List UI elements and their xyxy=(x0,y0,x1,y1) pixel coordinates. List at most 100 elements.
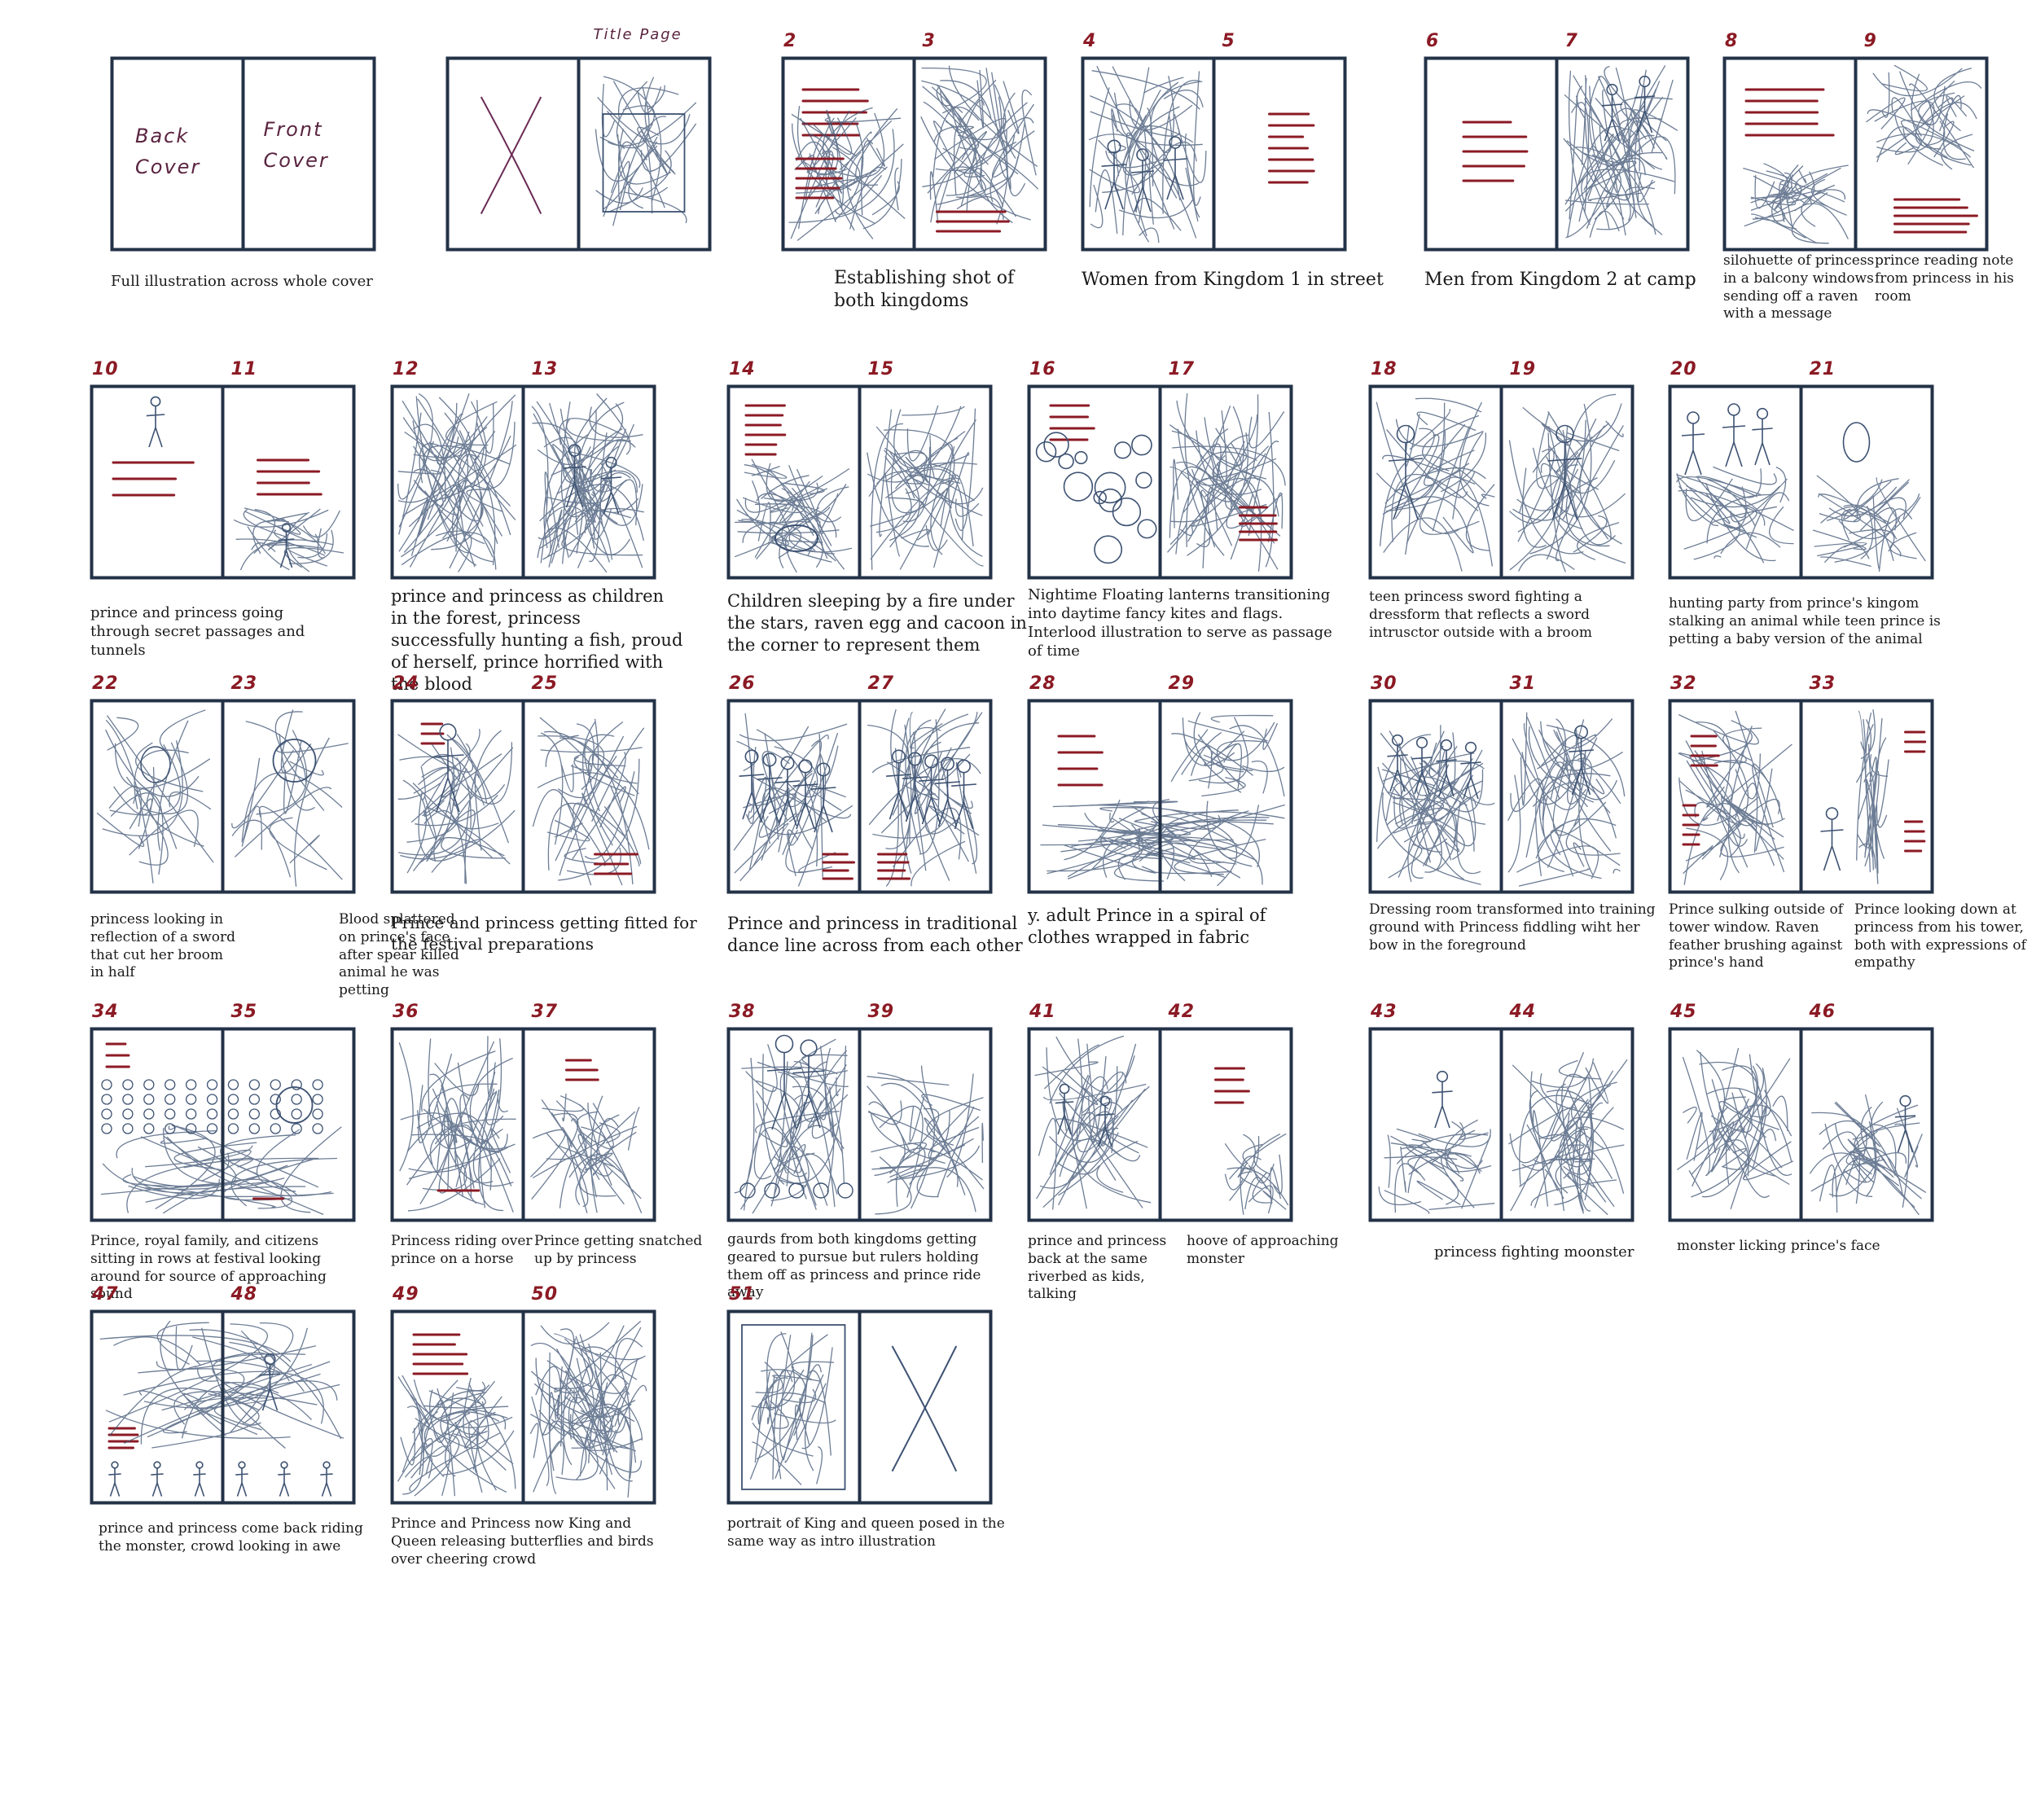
spread-caption-right: Prince looking down at princess from his… xyxy=(1854,901,2026,971)
dressform-sketch xyxy=(1376,397,1495,572)
spread-caption-right: hoove of approaching monster xyxy=(1187,1233,1339,1267)
spread-caption: hunting party from prince's kingom stalk… xyxy=(1669,595,1941,647)
prince-figure xyxy=(432,723,464,813)
ruler-figure xyxy=(792,1039,825,1129)
text-block-left xyxy=(744,404,787,456)
hunter-figure xyxy=(1752,407,1773,466)
balcony-sketch xyxy=(1743,163,1849,244)
page-number-right: 13 xyxy=(531,359,559,379)
text-block-left-2 xyxy=(795,157,845,200)
spread-thumbnail xyxy=(1668,1027,1934,1222)
spread-caption-right: Blood splattered on prince's face after … xyxy=(339,911,459,998)
dancer-figure xyxy=(774,756,801,827)
page-number-right: 17 xyxy=(1168,359,1196,379)
text-block-right xyxy=(877,853,911,880)
spread-caption: princess looking in reflection of a swor… xyxy=(90,911,235,981)
prince-lying-sketch xyxy=(1809,1094,1927,1216)
dancer-figure xyxy=(902,752,928,822)
page-number-left: 10 xyxy=(92,359,119,379)
page-number-left: 22 xyxy=(92,673,119,694)
dancer-figure xyxy=(886,749,911,820)
text-block-right xyxy=(1268,112,1315,184)
man-figure xyxy=(1601,83,1623,142)
spread-thumbnail xyxy=(390,1027,656,1222)
page-number-left: 49 xyxy=(393,1284,419,1305)
woman-figure xyxy=(1130,148,1155,213)
page-number-right: 21 xyxy=(1809,359,1836,379)
spread-thumbnail xyxy=(726,1027,993,1222)
spread-thumbnail xyxy=(390,1309,656,1505)
page-number-right: 44 xyxy=(1509,1002,1537,1022)
prince-face xyxy=(272,739,317,783)
text-block-right-2 xyxy=(1904,820,1926,853)
page-number-right: 23 xyxy=(230,673,258,694)
spread-caption: teen princess sword fighting a dressform… xyxy=(1369,589,1592,641)
spread-caption: Children sleeping by a fire under the st… xyxy=(727,591,1027,655)
hoof-sketch xyxy=(1224,1133,1289,1215)
text-block-right xyxy=(565,1059,599,1081)
page-number-left: 45 xyxy=(1670,1002,1697,1022)
text-block-right xyxy=(1239,506,1278,542)
spread-caption: Full illustration across whole cover xyxy=(111,273,373,290)
landscape-sketch-left xyxy=(788,105,906,241)
spread-caption: Prince sulking outside of tower window. … xyxy=(1669,901,1844,971)
spread-thumbnail xyxy=(90,699,356,894)
spread-12: 22 23 xyxy=(90,673,356,894)
text-block-right xyxy=(936,210,1010,233)
crowd-figure xyxy=(151,1461,164,1497)
text-block-left xyxy=(822,853,856,880)
page-number-left: 36 xyxy=(393,1002,419,1022)
spread-caption: Prince and princess in traditional dance… xyxy=(727,914,1023,955)
spread-thumbnail xyxy=(781,56,1047,252)
fitting-room-sketch-left xyxy=(397,728,516,884)
prince-head xyxy=(275,1086,314,1124)
prince-figure xyxy=(146,396,165,448)
hunter-figure xyxy=(1722,403,1746,467)
princess-figure xyxy=(1432,1070,1453,1129)
rope-sketch xyxy=(1855,709,1889,884)
ride-away-sketch xyxy=(867,1065,985,1215)
text-block-right xyxy=(257,458,323,496)
guard-head xyxy=(837,1182,853,1199)
spread-caption: silohuette of princess in a balcony wind… xyxy=(1723,252,1875,322)
spread-thumbnail xyxy=(390,384,656,580)
teen-prince-head xyxy=(1842,422,1871,463)
dancer-figure xyxy=(739,749,765,820)
dancer-figure xyxy=(757,752,783,823)
cheering-crowd-sketch xyxy=(397,1375,516,1497)
princess-figure xyxy=(1569,725,1594,796)
page-number-left: 16 xyxy=(1029,359,1056,379)
spread-thumbnail xyxy=(1722,56,1989,252)
text-block-right xyxy=(1214,1067,1250,1104)
spread-caption: Princess riding over prince on a horse xyxy=(391,1233,533,1267)
spread-caption: Nightime Floating lanterns transitioning… xyxy=(1028,586,1332,660)
page-number-right: 15 xyxy=(867,359,895,379)
text-block-right xyxy=(1904,730,1927,753)
text-block-left-2 xyxy=(1682,804,1700,846)
text-block-left xyxy=(1690,735,1720,767)
spread-thumbnail xyxy=(1668,699,1934,894)
text-block-left xyxy=(112,461,195,497)
crowd-figure xyxy=(235,1461,248,1497)
monster-sketch xyxy=(1508,1051,1628,1216)
blank-page-x-title xyxy=(480,96,542,214)
crowd-figure xyxy=(108,1461,121,1497)
princess-figure xyxy=(259,1353,281,1411)
teen-princess-figure xyxy=(1388,424,1424,520)
spread-caption: Prince, royal family, and citizens sitti… xyxy=(90,1233,327,1303)
princess-reflection xyxy=(140,746,171,783)
spread-caption: Women from Kingdom 1 in street xyxy=(1082,270,1384,290)
fabric-spiral-sketch xyxy=(1040,798,1285,887)
text-block-right xyxy=(1893,198,1978,234)
monster-tongue-sketch xyxy=(1676,1047,1794,1210)
spread-thumbnail xyxy=(445,56,712,252)
